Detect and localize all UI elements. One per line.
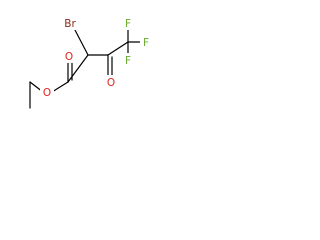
bond-ester-c-o	[51, 81, 69, 93]
bond-ester-c-alpha-c	[67, 54, 89, 83]
bond-alpha-c-br	[74, 29, 89, 56]
atom-label-o-ester: O	[43, 87, 51, 99]
atom-label-f-top: F	[125, 18, 131, 30]
atom-label-o-carbonyl: O	[65, 51, 73, 63]
atom-label-o-ketone: O	[107, 77, 115, 89]
molecule-structure: Br O O O F F F	[29, 16, 152, 109]
bonds	[29, 27, 142, 109]
bond-ketone-c-cf3-c	[107, 41, 129, 56]
atom-label-br: Br	[64, 18, 76, 30]
atom-label-f-right: F	[143, 37, 149, 49]
atom-labels: Br O O O F F F	[40, 16, 152, 99]
atom-label-f-bottom: F	[125, 55, 131, 67]
